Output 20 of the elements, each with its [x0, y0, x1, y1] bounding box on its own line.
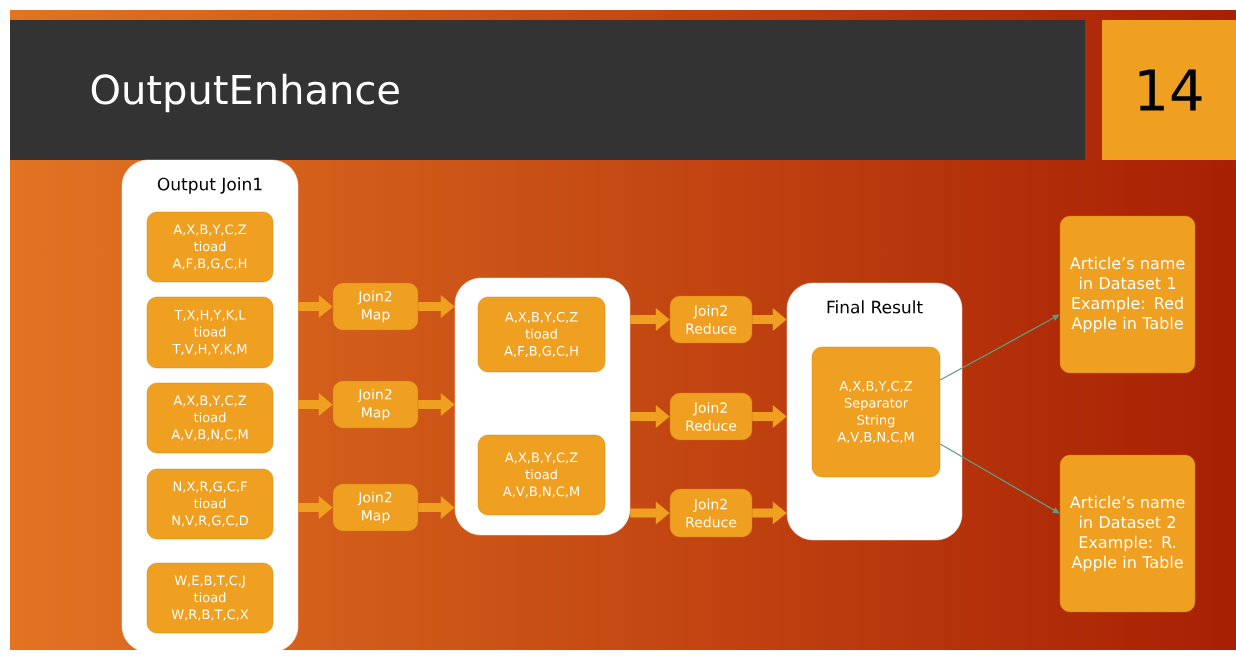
result-box: Article’s name in Dataset 2 Example: R. Apple in Table — [1059, 454, 1196, 613]
node-label: Output Join1 — [157, 177, 262, 194]
result-box: Article’s name in Dataset 1 Example: Red Apple in Table — [1059, 215, 1196, 374]
data-box: A,X,B,Y,C,Z tioad A,V,B,N,C,M — [146, 382, 274, 454]
slide-title: OutputEnhance — [91, 73, 399, 113]
process-box: Join2 Map — [332, 483, 419, 532]
data-box: T,X,H,Y,K,L tioad T,V,H,Y,K,M — [146, 296, 274, 369]
data-box: A,X,B,Y,C,Z Separator String A,V,B,N,C,M — [811, 346, 941, 478]
process-box: Join2 Reduce — [669, 295, 753, 344]
slide-number: 14 — [1102, 20, 1236, 160]
process-box: Join2 Reduce — [669, 488, 753, 538]
data-box: A,X,B,Y,C,Z tioad A,V,B,N,C,M — [477, 434, 606, 516]
process-box: Join2 Map — [332, 282, 419, 331]
data-box: A,X,B,Y,C,Z tioad A,F,B,G,C,H — [477, 296, 606, 373]
process-box: Join2 Map — [332, 380, 419, 429]
data-box: W,E,B,T,C,J tioad W,R,B,T,C,X — [146, 562, 274, 634]
data-box: N,X,R,G,C,F tioad N,V,R,G,C,D — [146, 468, 274, 540]
data-box: A,X,B,Y,C,Z tioad A,F,B,G,C,H — [146, 211, 274, 283]
process-box: Join2 Reduce — [669, 392, 753, 441]
arrow — [939, 443, 1060, 514]
